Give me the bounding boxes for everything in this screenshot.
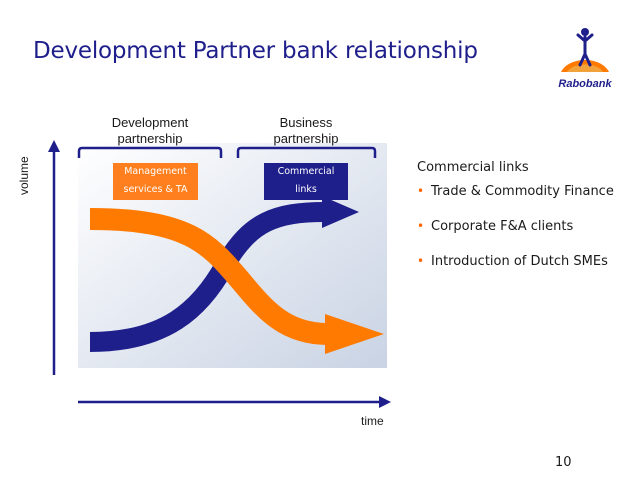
logo-wordmark: Rabobank <box>558 78 612 90</box>
rabobank-logo: Rabobank <box>553 22 617 94</box>
page-number: 10 <box>555 455 572 470</box>
panel-title: Commercial links <box>417 160 529 175</box>
bullet-item: •Corporate F&A clients <box>417 219 574 234</box>
bullet-item: •Trade & Commodity Finance <box>417 184 614 199</box>
development-bracket <box>77 146 223 158</box>
y-axis-arrowhead <box>48 140 60 152</box>
phase-label-business: Business partnership <box>273 115 339 146</box>
management-box <box>113 163 198 200</box>
bullet-icon: • <box>417 184 425 198</box>
y-axis-label: volume <box>17 156 31 195</box>
management-box-label: Management services & TA <box>123 166 188 195</box>
orange-arrowhead <box>325 314 384 354</box>
commercial-links-panel: Commercial links •Trade & Commodity Fina… <box>417 160 617 288</box>
bullet-item: •Introduction of Dutch SMEs <box>417 254 608 269</box>
bullet-list: •Trade & Commodity Finance •Corporate F&… <box>417 183 617 270</box>
rabobank-logo-icon <box>561 28 609 72</box>
bullet-icon: • <box>417 219 425 233</box>
business-bracket <box>236 146 377 158</box>
orange-arrow <box>89 208 329 345</box>
bullet-icon: • <box>417 254 425 268</box>
x-axis-label: time <box>361 414 384 428</box>
x-axis-arrowhead <box>379 396 391 408</box>
commercial-links-box <box>264 163 348 200</box>
slide-title: Development Partner bank relationship <box>33 38 478 64</box>
phase-label-development: Development partnership <box>111 115 189 146</box>
blue-arrowhead <box>322 196 359 228</box>
commercial-links-box-label: Commercial links <box>277 166 335 195</box>
